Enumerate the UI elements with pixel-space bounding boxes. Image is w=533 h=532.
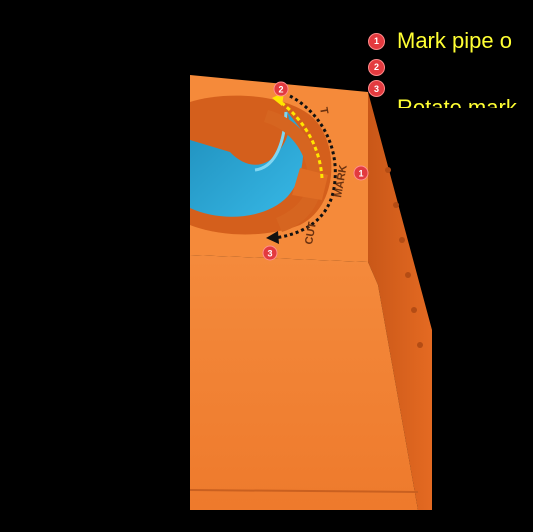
block-side-face — [368, 92, 432, 510]
svg-text:3: 3 — [267, 249, 272, 259]
pipe — [190, 110, 304, 217]
legend-item-1: 1 Mark pipe o — [368, 27, 533, 55]
legend-item-2: 2 — [368, 53, 533, 81]
side-engraving — [385, 167, 423, 348]
marker-2: 2 — [273, 81, 289, 97]
block-front-face — [190, 255, 418, 510]
marker-1: 1 — [353, 165, 369, 181]
dial-ridge — [264, 110, 322, 232]
arrow-head-black — [266, 231, 279, 244]
rotation-arc-black — [274, 94, 337, 240]
rotation-arc-yellow — [277, 98, 324, 179]
dial-label-mark: MARK — [332, 164, 350, 199]
block-edge — [189, 489, 419, 493]
legend-badge-1: 1 — [368, 32, 385, 50]
dial-label-cut: CUT — [303, 221, 319, 246]
svg-text:1: 1 — [358, 169, 363, 179]
dial-label-t: T — [317, 106, 330, 115]
legend-text-3: Rotate mark — [397, 95, 517, 108]
marker-3: 3 — [262, 245, 278, 261]
legend-item-3: 3 Rotate mark — [368, 80, 533, 108]
svg-text:2: 2 — [278, 85, 283, 95]
legend-badge-3: 3 — [368, 80, 385, 97]
legend-badge-2: 2 — [368, 58, 385, 76]
legend-text-1: Mark pipe o — [397, 28, 512, 53]
cutter-tab — [292, 168, 328, 200]
